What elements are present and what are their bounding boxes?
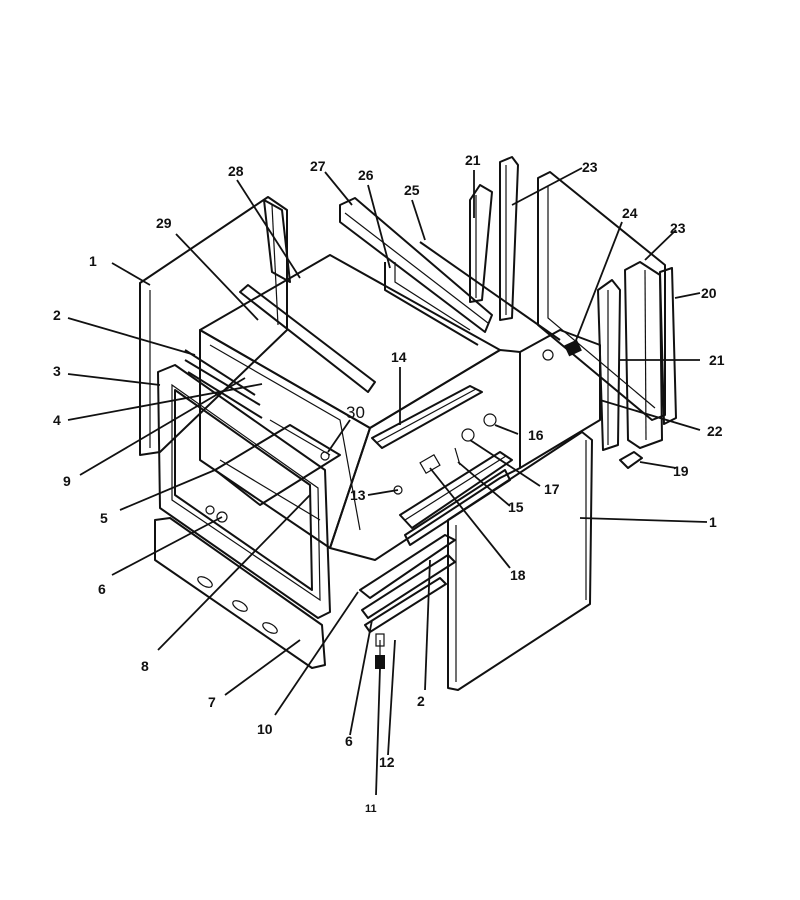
right-side-panel <box>447 431 593 691</box>
callout-13: 13 <box>350 487 366 503</box>
bottom-shield <box>214 424 341 506</box>
callout-4: 4 <box>53 412 61 428</box>
top-cross-bar <box>239 284 376 393</box>
callout-labels: 1 1 2 2 3 4 5 6 6 7 8 9 10 11 12 13 14 1… <box>53 152 725 815</box>
callout-5: 5 <box>100 510 108 526</box>
callout-2a: 2 <box>53 307 61 323</box>
callout-6b: 6 <box>345 733 353 749</box>
callout-23a: 23 <box>582 159 598 175</box>
callout-21b: 21 <box>709 352 725 368</box>
right-uprights <box>597 261 677 451</box>
callout-2b: 2 <box>417 693 425 709</box>
rear-top-strip <box>263 199 291 283</box>
burner-tubes <box>359 534 456 633</box>
callout-20: 20 <box>701 285 717 301</box>
oven-body <box>199 254 521 561</box>
callout-18: 18 <box>510 567 526 583</box>
front-door-frame <box>157 364 331 619</box>
callout-14: 14 <box>391 349 407 365</box>
callout-21a: 21 <box>465 152 481 168</box>
callout-30: 30 <box>346 403 365 422</box>
left-fitting <box>205 505 228 523</box>
left-side-panel <box>139 196 288 456</box>
callout-12: 12 <box>379 754 395 770</box>
callout-17: 17 <box>544 481 560 497</box>
burner-shield-assembly <box>399 413 513 546</box>
callout-23b: 23 <box>670 220 686 236</box>
callout-29: 29 <box>156 215 172 231</box>
callout-26: 26 <box>358 167 374 183</box>
rear-brackets-left <box>469 156 519 321</box>
callout-22: 22 <box>707 423 723 439</box>
valve-parts <box>375 633 385 669</box>
callout-28: 28 <box>228 163 244 179</box>
callout-24: 24 <box>622 205 638 221</box>
callout-27: 27 <box>310 158 326 174</box>
callout-10: 10 <box>257 721 273 737</box>
callout-11: 11 <box>365 803 377 815</box>
callout-1b: 1 <box>709 514 717 530</box>
callout-3: 3 <box>53 363 61 379</box>
callout-9: 9 <box>63 473 71 489</box>
callout-19: 19 <box>673 463 689 479</box>
callout-8: 8 <box>141 658 149 674</box>
callout-16: 16 <box>528 427 544 443</box>
callout-1a: 1 <box>89 253 97 269</box>
small-clip <box>619 451 643 469</box>
top-front-bar <box>371 385 483 449</box>
callout-15: 15 <box>508 499 524 515</box>
rear-channel <box>339 197 561 346</box>
callout-7: 7 <box>208 694 216 710</box>
callout-25: 25 <box>404 182 420 198</box>
leader-lines <box>67 167 708 796</box>
kick-panel <box>154 517 326 669</box>
callout-6a: 6 <box>98 581 106 597</box>
